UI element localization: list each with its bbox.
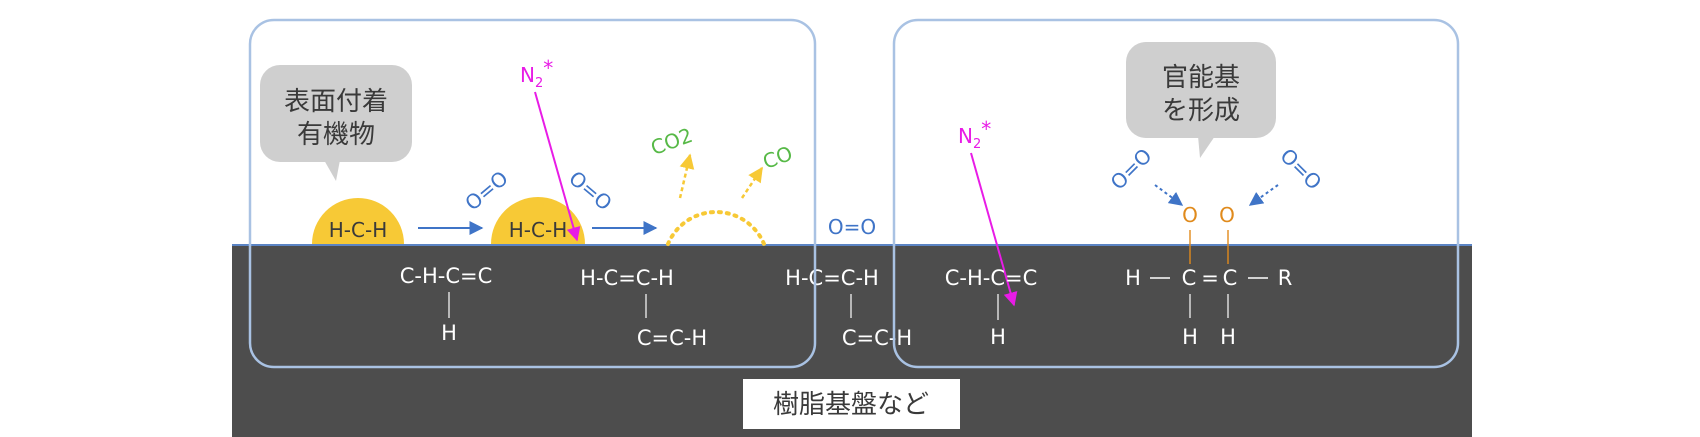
oxygen-molecule-2: O=O bbox=[564, 166, 616, 215]
functional-label-line2: を形成 bbox=[1162, 96, 1240, 126]
functional-label-line1: 官能基 bbox=[1162, 63, 1240, 93]
nitrogen-beam-right bbox=[970, 152, 1018, 307]
molecule-5-o1: O bbox=[1182, 203, 1198, 227]
molecule-3-top: H-C=C-H bbox=[785, 266, 879, 290]
organics-bubble-tail bbox=[324, 160, 340, 181]
molecule-5-double-bond: = bbox=[1201, 266, 1219, 290]
oxygen-molecule-3: O=O bbox=[828, 215, 876, 239]
molecule-5-r: R bbox=[1278, 266, 1293, 290]
molecule-4-top: C-H-C=C bbox=[945, 266, 1038, 290]
hch-label-2: H-C-H bbox=[509, 218, 567, 242]
oxygen-molecule-5: O=O bbox=[1275, 144, 1326, 195]
organic-deposit-1 bbox=[312, 198, 404, 244]
oxygen-attach-arrow-right bbox=[1248, 184, 1279, 206]
oxygen-molecule-1: O=O bbox=[460, 166, 512, 215]
decomposition-arc bbox=[666, 210, 766, 246]
molecule-4-bottom: H bbox=[990, 325, 1006, 349]
hch-label-1: H-C-H bbox=[329, 218, 387, 242]
organics-label-line2: 有機物 bbox=[297, 120, 375, 150]
substrate-label-box bbox=[743, 379, 960, 429]
functional-group-bubble-tail bbox=[1198, 136, 1215, 158]
nitrogen-label-left: N2* bbox=[520, 56, 553, 91]
molecule-5-h1: H bbox=[1182, 325, 1198, 349]
substrate-label: 樹脂基盤など bbox=[773, 390, 929, 420]
left-process-panel bbox=[248, 18, 817, 369]
co-label: CO bbox=[760, 141, 796, 174]
molecule-3-bottom: C=C-H bbox=[842, 326, 912, 350]
co-release-arrow bbox=[740, 166, 764, 199]
molecule-5-c2: C bbox=[1223, 266, 1238, 290]
oxygen-attach-arrow-left bbox=[1154, 184, 1184, 206]
right-process-panel bbox=[892, 18, 1460, 369]
co2-release-arrow bbox=[678, 153, 695, 199]
molecule-5-h-left: H bbox=[1125, 266, 1141, 290]
nitrogen-beam-left bbox=[534, 91, 581, 242]
nitrogen-label-right: N2* bbox=[958, 117, 991, 152]
molecule-1-top: C-H-C=C bbox=[400, 264, 493, 288]
molecule-5-o2: O bbox=[1219, 203, 1235, 227]
organics-label-line1: 表面付着 bbox=[284, 87, 388, 117]
molecule-5-h2: H bbox=[1220, 325, 1236, 349]
molecule-1-bottom: H bbox=[441, 321, 457, 345]
molecule-2-bottom: C=C-H bbox=[637, 326, 707, 350]
organic-deposit-2 bbox=[491, 197, 585, 244]
functional-group-bubble bbox=[1126, 42, 1276, 138]
molecule-2-top: H-C=C-H bbox=[580, 266, 674, 290]
organics-bubble bbox=[260, 65, 412, 162]
co2-label: CO2 bbox=[648, 123, 696, 160]
molecule-5-c1: C bbox=[1182, 266, 1197, 290]
oxygen-molecule-4: O=O bbox=[1106, 144, 1157, 195]
